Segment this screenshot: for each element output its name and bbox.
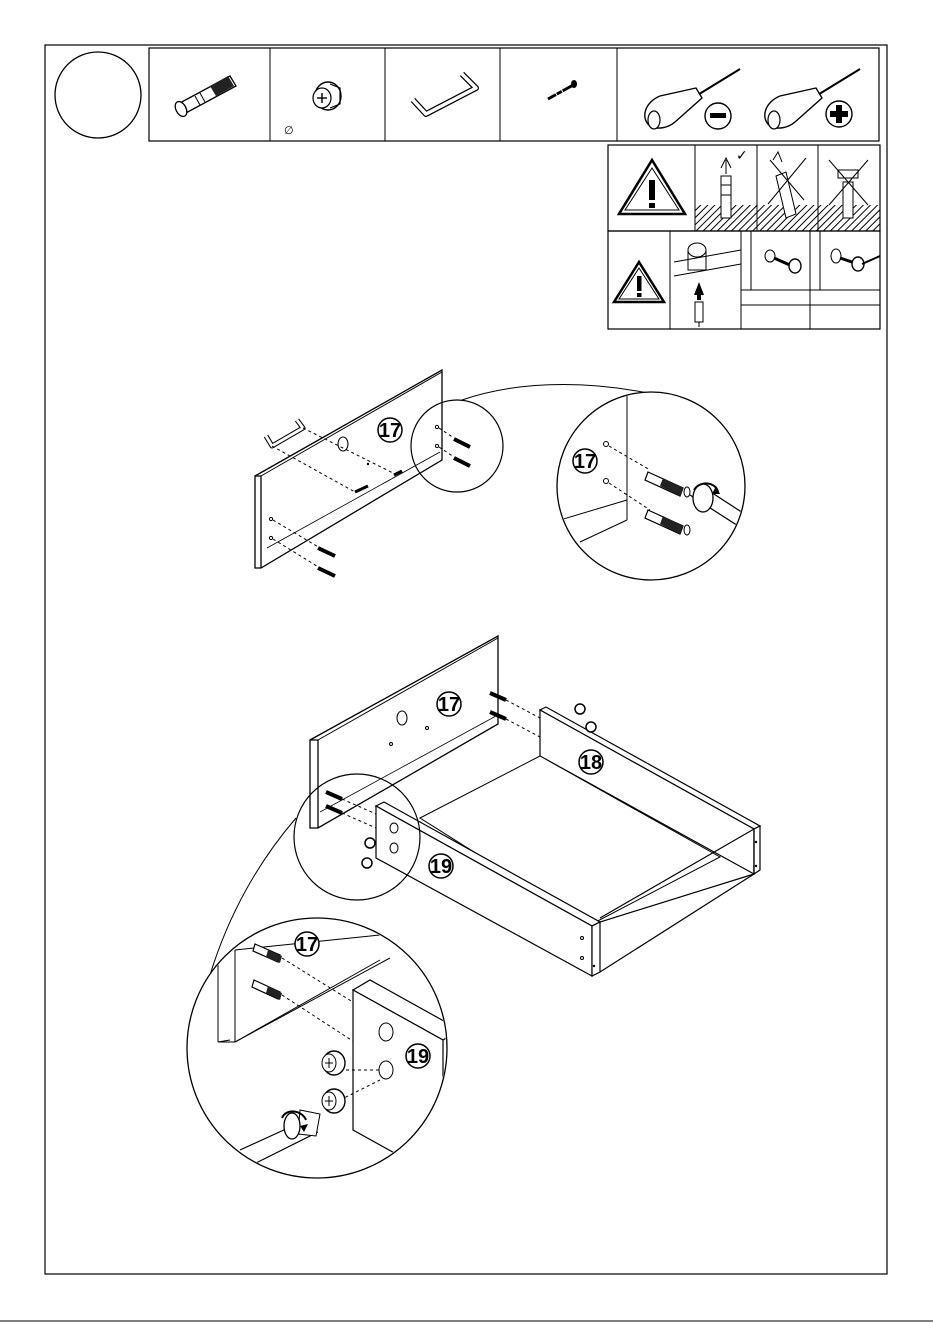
label-side-18: 18: [580, 752, 602, 774]
screw-icon: [548, 80, 577, 99]
diameter-symbol: ∅: [284, 124, 294, 137]
warning-panel-cam: [608, 231, 880, 329]
step-number-circle: [55, 52, 141, 138]
top-zoom-detail: 17: [557, 390, 760, 580]
cam-lock-screwdriver-icon: [810, 231, 880, 305]
bottom-zoom-detail: 17 19: [187, 918, 460, 1180]
label-panel-17-bottom: 17: [438, 694, 460, 716]
cam-lock-icon: [313, 82, 341, 110]
check-mark: ✓: [736, 148, 748, 164]
parts-strip: ∅: [149, 48, 879, 141]
label-panel-17-top: 17: [379, 420, 401, 442]
cam-rotate-icon: [741, 231, 810, 305]
label-panel-17-zoom-bottom: 17: [296, 934, 318, 956]
warning-triangle-icon-2: [614, 262, 664, 302]
flat-screwdriver-icon: [645, 69, 740, 129]
cam-lock-group-19: [362, 838, 375, 868]
handle-icon: [413, 74, 476, 114]
cam-bolt-icon: [173, 76, 236, 118]
label-side-19-zoom: 19: [407, 1046, 429, 1068]
cam-insertion-icon: [674, 243, 741, 327]
phillips-screwdriver-icon: [765, 69, 860, 129]
minus-sign: [710, 113, 726, 118]
warning-triangle-icon: [619, 160, 685, 214]
label-side-19: 19: [430, 856, 452, 878]
warning-panel-dowel: ✓: [608, 145, 880, 231]
label-panel-17-zoom: 17: [574, 451, 596, 473]
